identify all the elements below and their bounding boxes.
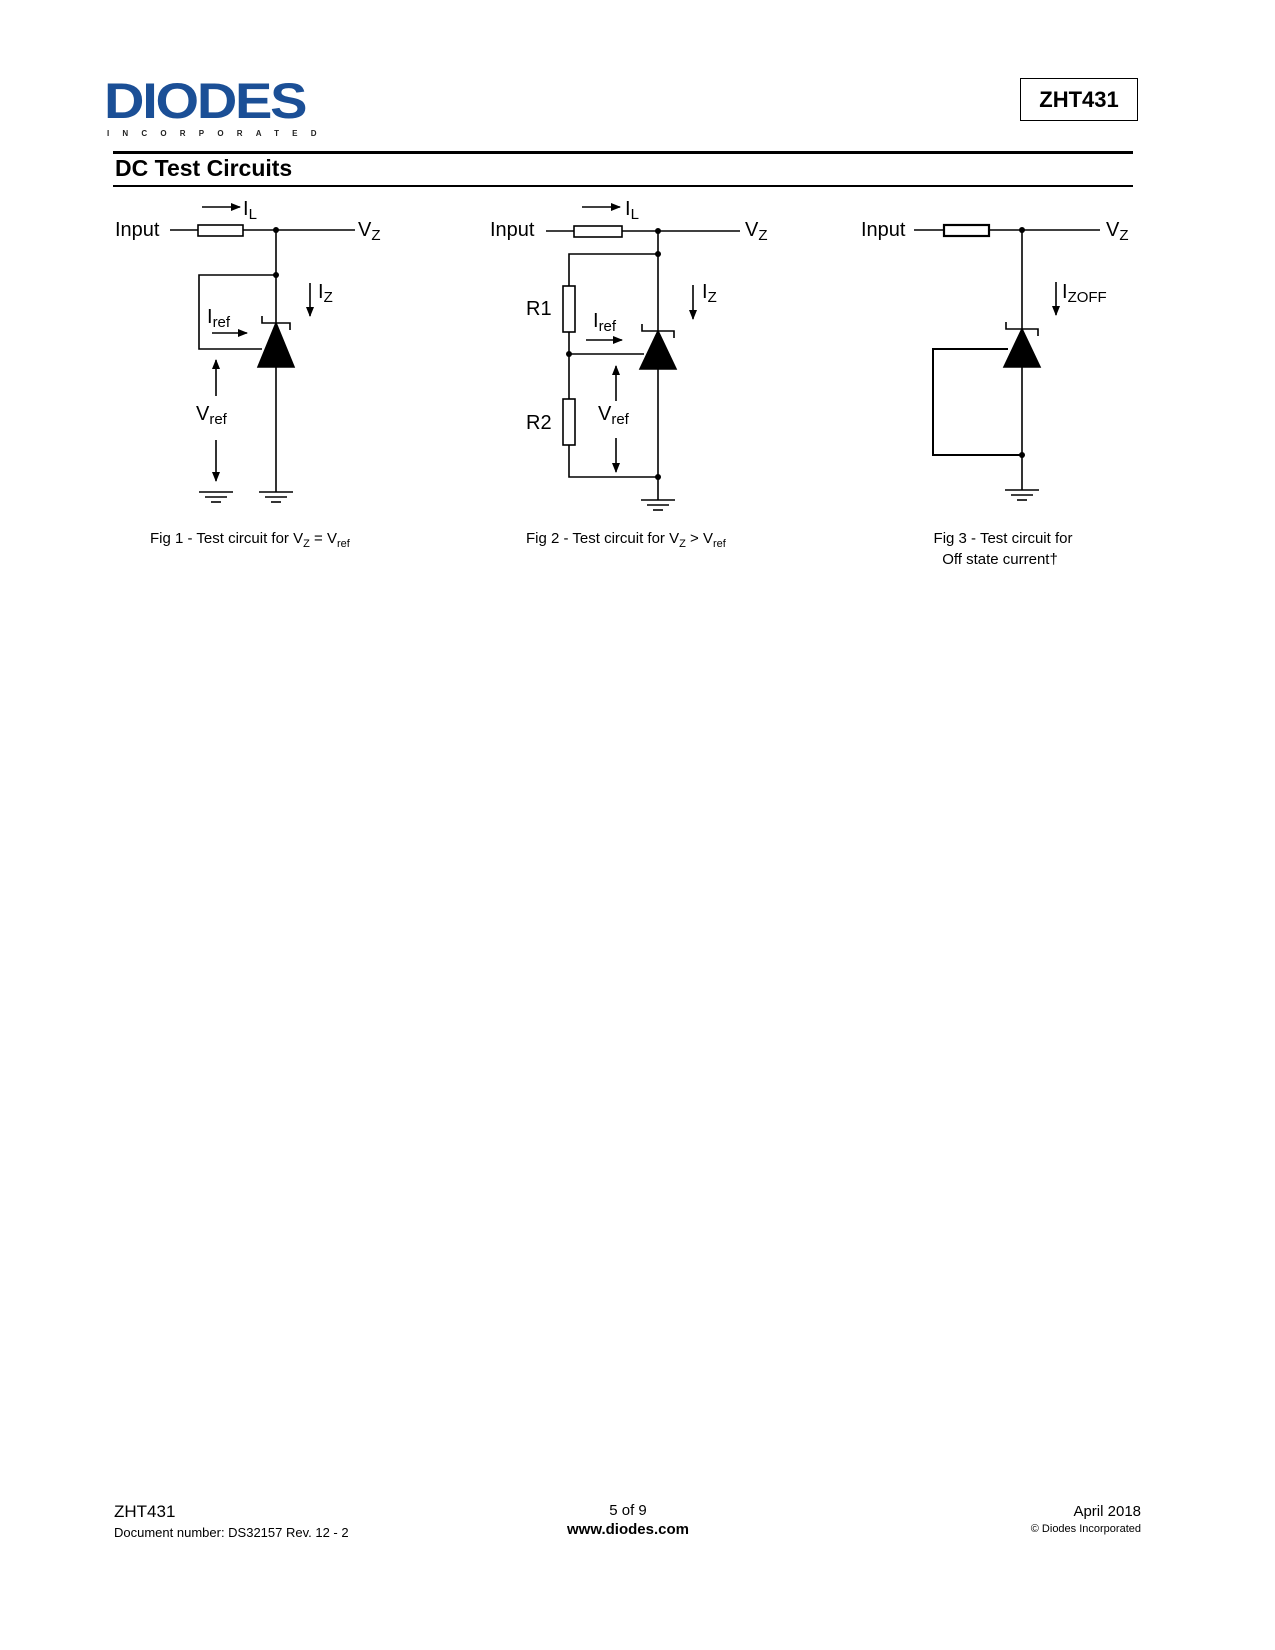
- fig2-il-label: IL: [625, 198, 639, 223]
- fig1-circuit: [170, 203, 355, 503]
- fig2-vz-label: VZ: [745, 219, 768, 244]
- fig3-circuit: [914, 223, 1100, 501]
- fig3-caption-line2: Off state current†: [942, 551, 1058, 568]
- footer-page-number: 5 of 9: [609, 1502, 647, 1519]
- diodes-logo: DIODES: [104, 73, 308, 129]
- circuit-diagrams: Input IL VZ IZ Iref Vref Fig 1 - Test ci…: [115, 198, 1129, 568]
- fig2-r1-resistor: [562, 285, 576, 333]
- footer-website-link[interactable]: www.diodes.com: [567, 1521, 689, 1538]
- fig3-shunt-regulator-symbol: [1002, 327, 1042, 368]
- fig1-iref-label: Iref: [207, 306, 231, 331]
- fig2-shunt-regulator-symbol: [638, 329, 678, 370]
- fig3-caption-line1: Fig 3 - Test circuit for: [934, 530, 1073, 547]
- part-number-box: ZHT431: [1020, 78, 1138, 121]
- fig3-vz-label: VZ: [1106, 219, 1129, 244]
- fig1-caption: Fig 1 - Test circuit for VZ = Vref: [150, 530, 351, 550]
- fig1-vref-label: Vref: [196, 403, 228, 428]
- fig2-resistor: [573, 225, 623, 238]
- fig1-input-label: Input: [115, 219, 160, 241]
- section-top-rule: [113, 151, 1133, 154]
- fig2-vref-label: Vref: [598, 403, 630, 428]
- fig1-iz-label: IZ: [318, 281, 333, 306]
- fig3-resistor: [942, 223, 991, 238]
- fig1-ground-left-icon: [199, 491, 233, 503]
- fig2-input-label: Input: [490, 219, 535, 241]
- fig2-circuit: [546, 203, 740, 511]
- section-bottom-rule: [113, 185, 1133, 187]
- fig2-r2-label: R2: [526, 412, 552, 434]
- fig2-r1-label: R1: [526, 298, 552, 320]
- footer-date: April 2018: [1073, 1503, 1141, 1520]
- diodes-logo-subtext: INCORPORATED: [107, 129, 330, 138]
- fig2-iref-label: Iref: [593, 310, 617, 335]
- fig2-ground-icon: [641, 499, 675, 511]
- fig1-ground-right-icon: [259, 491, 293, 503]
- fig2-caption: Fig 2 - Test circuit for VZ > Vref: [526, 530, 727, 550]
- footer-doc-number: Document number: DS32157 Rev. 12 - 2: [114, 1525, 349, 1540]
- footer-copyright: © Diodes Incorporated: [1030, 1523, 1141, 1535]
- footer-part-number: ZHT431: [114, 1502, 176, 1521]
- fig2-r2-resistor: [562, 398, 576, 446]
- fig1-shunt-regulator-symbol: [256, 320, 296, 368]
- fig2-iz-label: IZ: [702, 281, 717, 306]
- junction-dots: [273, 227, 1025, 480]
- fig3-izoff-label: IZOFF: [1062, 281, 1107, 306]
- fig3-ground-icon: [1005, 489, 1039, 501]
- section-title: DC Test Circuits: [115, 155, 293, 181]
- fig1-resistor: [197, 224, 244, 237]
- fig1-vz-label: VZ: [358, 219, 381, 244]
- fig3-input-label: Input: [861, 219, 906, 241]
- fig1-il-label: IL: [243, 198, 257, 223]
